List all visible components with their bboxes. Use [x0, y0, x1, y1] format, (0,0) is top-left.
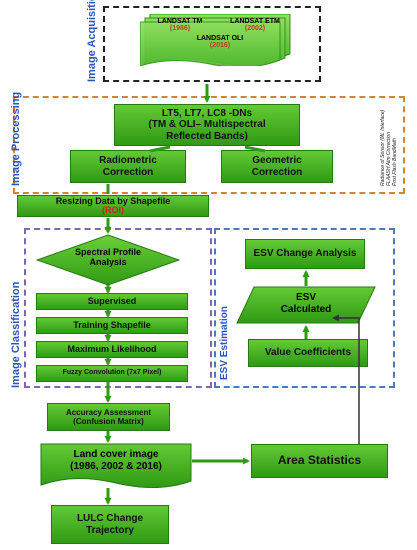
dn-line-1: LT5, LT7, LC8 -DNs: [161, 107, 253, 119]
land-cover-line-2: (1986, 2002 & 2016): [70, 461, 162, 472]
dn-multispectral-box: LT5, LT7, LC8 -DNs (TM & OLI– Multispect…: [114, 104, 300, 146]
landsat-oli-label: LANDSAT OLI (2016): [190, 35, 250, 49]
image-acquisition-frame: [103, 6, 321, 82]
radiometric-correction-box: Radiometric Correction: [70, 150, 186, 183]
lulc-change-trajectory-box: LULC Change Trajectory: [51, 505, 169, 544]
maximum-likelihood-box: Maximum Likelihood: [36, 341, 188, 358]
radiometric-line-1: Radiometric: [99, 155, 157, 166]
lulc-line-1: LULC Change: [76, 513, 144, 524]
landsat-tm-name: LANDSAT TM: [157, 18, 203, 25]
spectral-profile-label: Spectral Profile Analysis: [36, 247, 180, 268]
resizing-label: Resizing Data by Shapefile: [55, 195, 171, 206]
fuzzy-label: Fuzzy Convolution (7x7 Pixel): [62, 369, 162, 377]
landsat-etm-label: LANDSAT ETM (2002): [220, 18, 290, 32]
spectral-line-2: Analysis: [89, 257, 127, 268]
landsat-etm-year: (2002): [244, 25, 266, 32]
landsat-oli-name: LANDSAT OLI: [196, 35, 244, 42]
arrow-processing-to-radiometric: [149, 145, 171, 153]
roi-label: (ROI): [102, 205, 124, 215]
esv-calculated-parallelogram: [236, 286, 376, 324]
supervised-box: Supervised: [36, 293, 188, 310]
esv-estimation-frame: [214, 228, 395, 388]
landsat-tm-label: LANDSAT TM (1986): [150, 18, 210, 32]
arrow-area-statistics-to-esv: [332, 314, 360, 444]
landsat-tm-year: (1986): [169, 25, 191, 32]
area-statistics-label: Area Statistics: [277, 453, 362, 468]
esv-calculated-label: ESV Calculated: [236, 292, 376, 315]
dn-line-3: Reflected Bands): [166, 130, 248, 142]
max-likelihood-label: Maximum Likelihood: [67, 344, 157, 355]
landsat-document-stack: [140, 14, 291, 66]
geometric-line-2: Correction: [251, 166, 303, 178]
fuzzy-convolution-box: Fuzzy Convolution (7x7 Pixel): [36, 365, 188, 382]
radiometric-line-2: Correction: [102, 166, 154, 178]
resizing-data-box: Resizing Data by Shapefile (ROI): [17, 195, 209, 217]
esv-change-label: ESV Change Analysis: [253, 248, 357, 260]
spectral-line-1: Spectral Profile: [74, 247, 142, 257]
area-statistics-box: Area Statistics: [251, 444, 388, 478]
land-cover-line-1: Land cover image: [73, 449, 159, 460]
land-cover-image-doc-shape: [40, 443, 192, 489]
resizing-content: Resizing Data by Shapefile (ROI): [55, 195, 171, 216]
value-coefficients-label: Value Coefficients: [264, 347, 352, 359]
esv-calculated-line-2: Calculated: [280, 303, 332, 315]
geometric-correction-box: Geometric Correction: [221, 150, 333, 183]
training-shapefile-box: Training Shapefile: [36, 317, 188, 334]
esv-calculated-line-1: ESV: [295, 292, 316, 303]
esv-change-analysis-box: ESV Change Analysis: [245, 239, 365, 269]
image-classification-frame: [24, 228, 212, 388]
accuracy-line-2: (Confusion Matrix): [73, 417, 144, 426]
accuracy-line-1: Accuracy Assessment: [65, 407, 152, 417]
accuracy-assessment-box: Accuracy Assessment (Confusion Matrix): [47, 403, 170, 431]
supervised-label: Supervised: [87, 296, 137, 307]
landsat-etm-name: LANDSAT ETM: [230, 18, 280, 25]
lulc-line-2: Trajectory: [86, 524, 134, 536]
arrow-processing-to-geometric: [244, 145, 266, 153]
landsat-oli-year: (2016): [209, 42, 231, 49]
value-coefficients-box: Value Coefficients: [248, 339, 368, 367]
dn-line-2: (TM & OLI– Multispectral: [148, 119, 266, 131]
geometric-line-1: Geometric: [252, 155, 302, 166]
land-cover-label: Land cover image (1986, 2002 & 2016): [40, 449, 192, 473]
training-label: Training Shapefile: [73, 320, 151, 331]
